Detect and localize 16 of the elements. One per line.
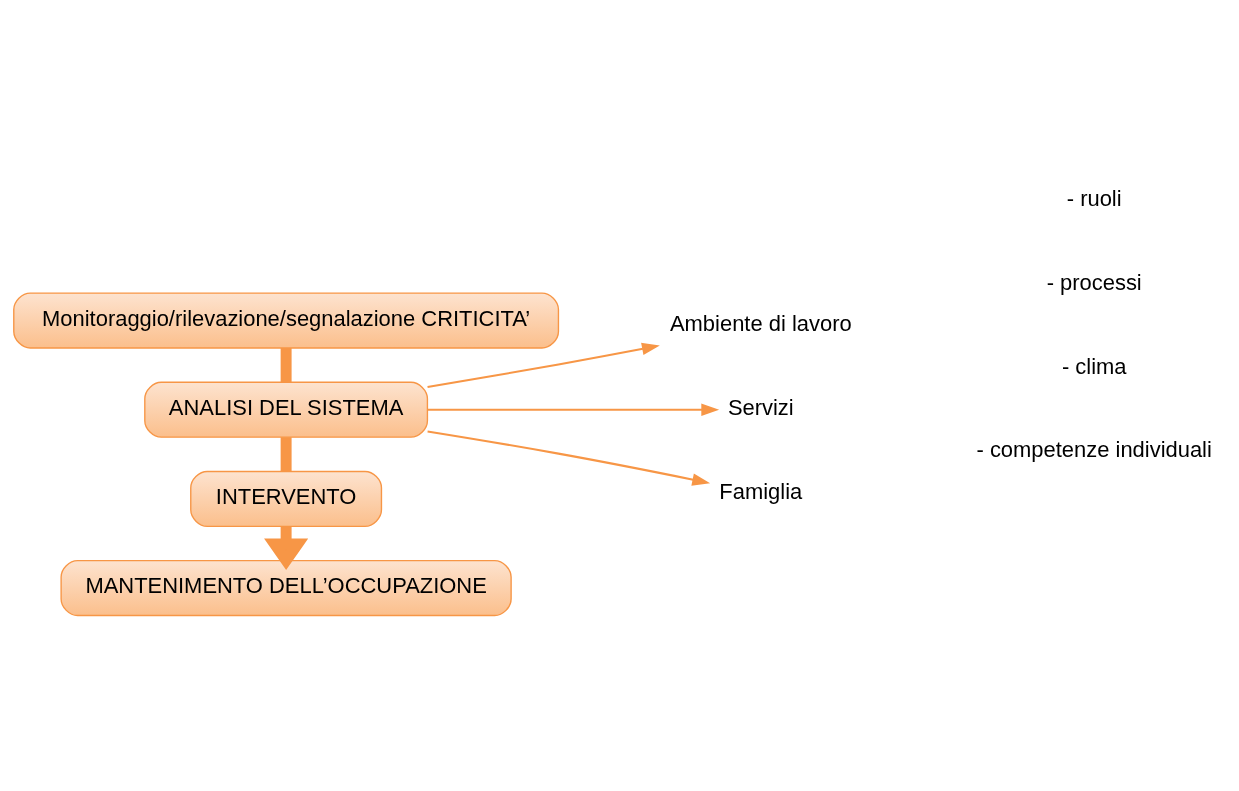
label: - ruoli xyxy=(1066,185,1122,211)
label: - processi xyxy=(1046,269,1142,295)
arrow xyxy=(427,342,660,388)
node-text: Servizi xyxy=(727,394,794,420)
arrow xyxy=(427,429,711,486)
node-text: Famiglia xyxy=(719,478,803,504)
node-box: MANTENIMENTO DELL’OCCUPAZIONE xyxy=(60,559,512,616)
node-box: INTERVENTO xyxy=(190,470,383,527)
label: - clima xyxy=(1061,353,1127,379)
node-text: Ambiente di lavoro xyxy=(669,310,852,336)
connector xyxy=(280,436,292,471)
label: - competenze individuali xyxy=(976,436,1212,462)
node-box: Monitoraggio/rilevazione/segnalazione CRITICITA’ xyxy=(13,291,560,349)
connector xyxy=(280,347,292,382)
arrow xyxy=(427,402,720,416)
node-box: ANALISI DEL SISTEMA xyxy=(144,381,429,438)
